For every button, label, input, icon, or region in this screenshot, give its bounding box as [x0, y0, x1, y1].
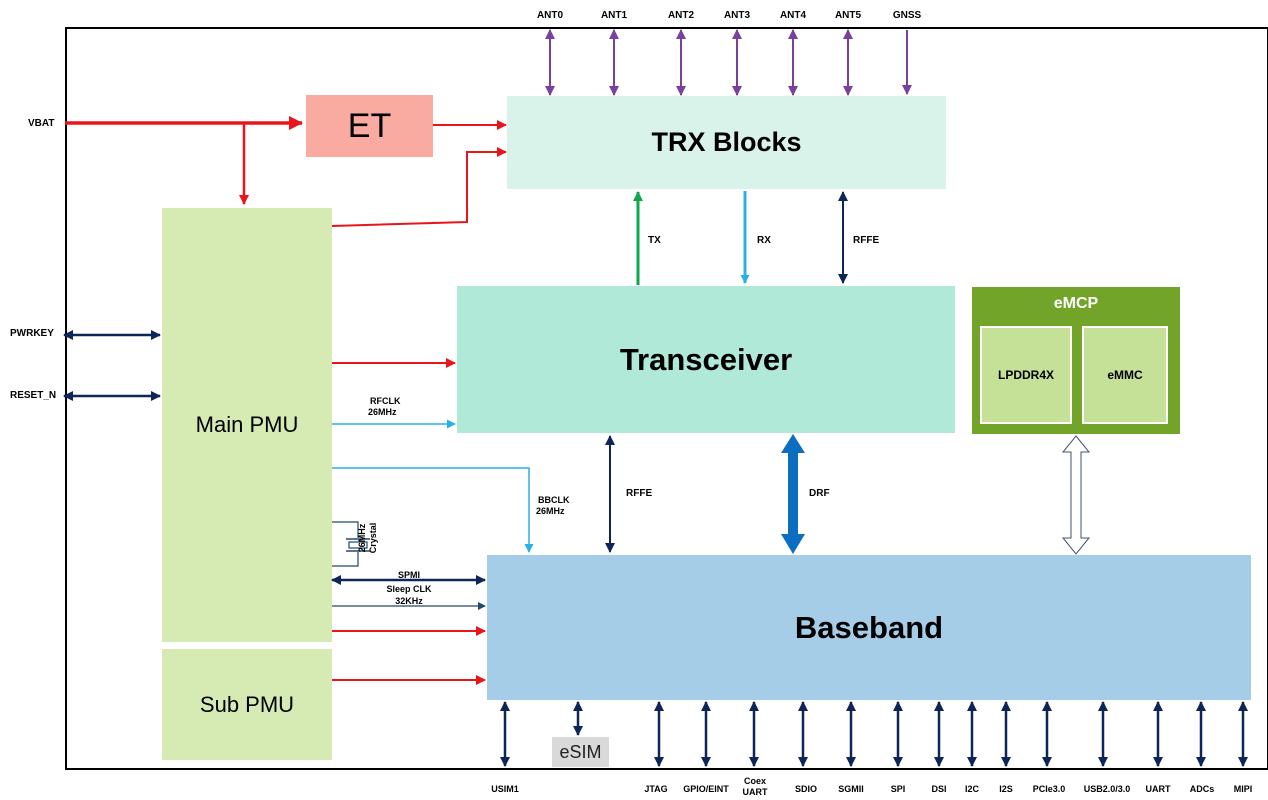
lpddr-block: LPDDR4X — [980, 326, 1072, 424]
sleep-freq-label: 32KHz — [395, 596, 423, 606]
sgmii-label: SGMII — [838, 784, 864, 794]
gnss-label: GNSS — [892, 10, 922, 21]
usim1-label: USIM1 — [491, 784, 519, 794]
rx-label: RX — [757, 235, 771, 246]
rfclk-label: RFCLK — [370, 396, 401, 406]
dsi-label: DSI — [931, 784, 947, 794]
esim-block: eSIM — [552, 737, 609, 767]
ant5-label: ANT5 — [834, 10, 862, 21]
ant1-label: ANT1 — [600, 10, 628, 21]
crystal-symbol — [332, 521, 370, 567]
emcp-baseband-arrow — [1061, 435, 1091, 555]
bbclk-arrow — [332, 467, 534, 553]
transceiver-block: Transceiver — [457, 286, 955, 433]
coex-label: Coex — [743, 776, 767, 786]
coex-uart-label: UART — [742, 787, 768, 797]
reset-label: RESET_N — [10, 390, 57, 401]
usb-label: USB2.0/3.0 — [1083, 784, 1131, 794]
ant2-label: ANT2 — [667, 10, 695, 21]
bbclk-freq-label: 26MHz — [536, 506, 565, 516]
i2c-label: I2C — [964, 784, 980, 794]
bbclk-label: BBCLK — [538, 495, 570, 505]
ant4-label: ANT4 — [779, 10, 807, 21]
gpio-label: GPIO/EINT — [683, 784, 729, 794]
adcs-label: ADCs — [1189, 784, 1215, 794]
pcie-label: PCIe3.0 — [1032, 784, 1066, 794]
emcp-title: eMCP — [1053, 295, 1099, 312]
drf-label: DRF — [809, 488, 830, 499]
sleep-clk-label: Sleep CLK — [386, 584, 432, 594]
trx-blocks: TRX Blocks — [507, 96, 946, 189]
drf-arrow — [781, 434, 805, 554]
tx-label: TX — [648, 235, 661, 246]
crystal-freq-label: 26MHz — [357, 523, 367, 553]
baseband-block: Baseband — [487, 555, 1251, 700]
i2s-label: I2S — [999, 784, 1013, 794]
rffe-top-label: RFFE — [853, 235, 880, 246]
rfclk-freq-label: 26MHz — [368, 407, 397, 417]
main-pmu-block: Main PMU — [162, 208, 332, 642]
mipi-label: MIPI — [1233, 784, 1253, 794]
ant0-label: ANT0 — [536, 10, 564, 21]
pmu-to-trx-arrow — [331, 147, 507, 227]
sdio-label: SDIO — [794, 784, 818, 794]
rffe-mid-label: RFFE — [626, 488, 653, 499]
sub-pmu-block: Sub PMU — [162, 649, 332, 760]
crystal-label: Crystal — [368, 522, 378, 554]
spmi-label: SPMI — [397, 570, 421, 580]
spi-label: SPI — [890, 784, 906, 794]
et-block: ET — [306, 95, 433, 157]
uart-label: UART — [1145, 784, 1171, 794]
vbat-label: VBAT — [28, 118, 55, 129]
ant3-label: ANT3 — [723, 10, 751, 21]
emmc-block: eMMC — [1082, 326, 1168, 424]
jtag-label: JTAG — [644, 784, 668, 794]
pwrkey-label: PWRKEY — [10, 328, 54, 339]
